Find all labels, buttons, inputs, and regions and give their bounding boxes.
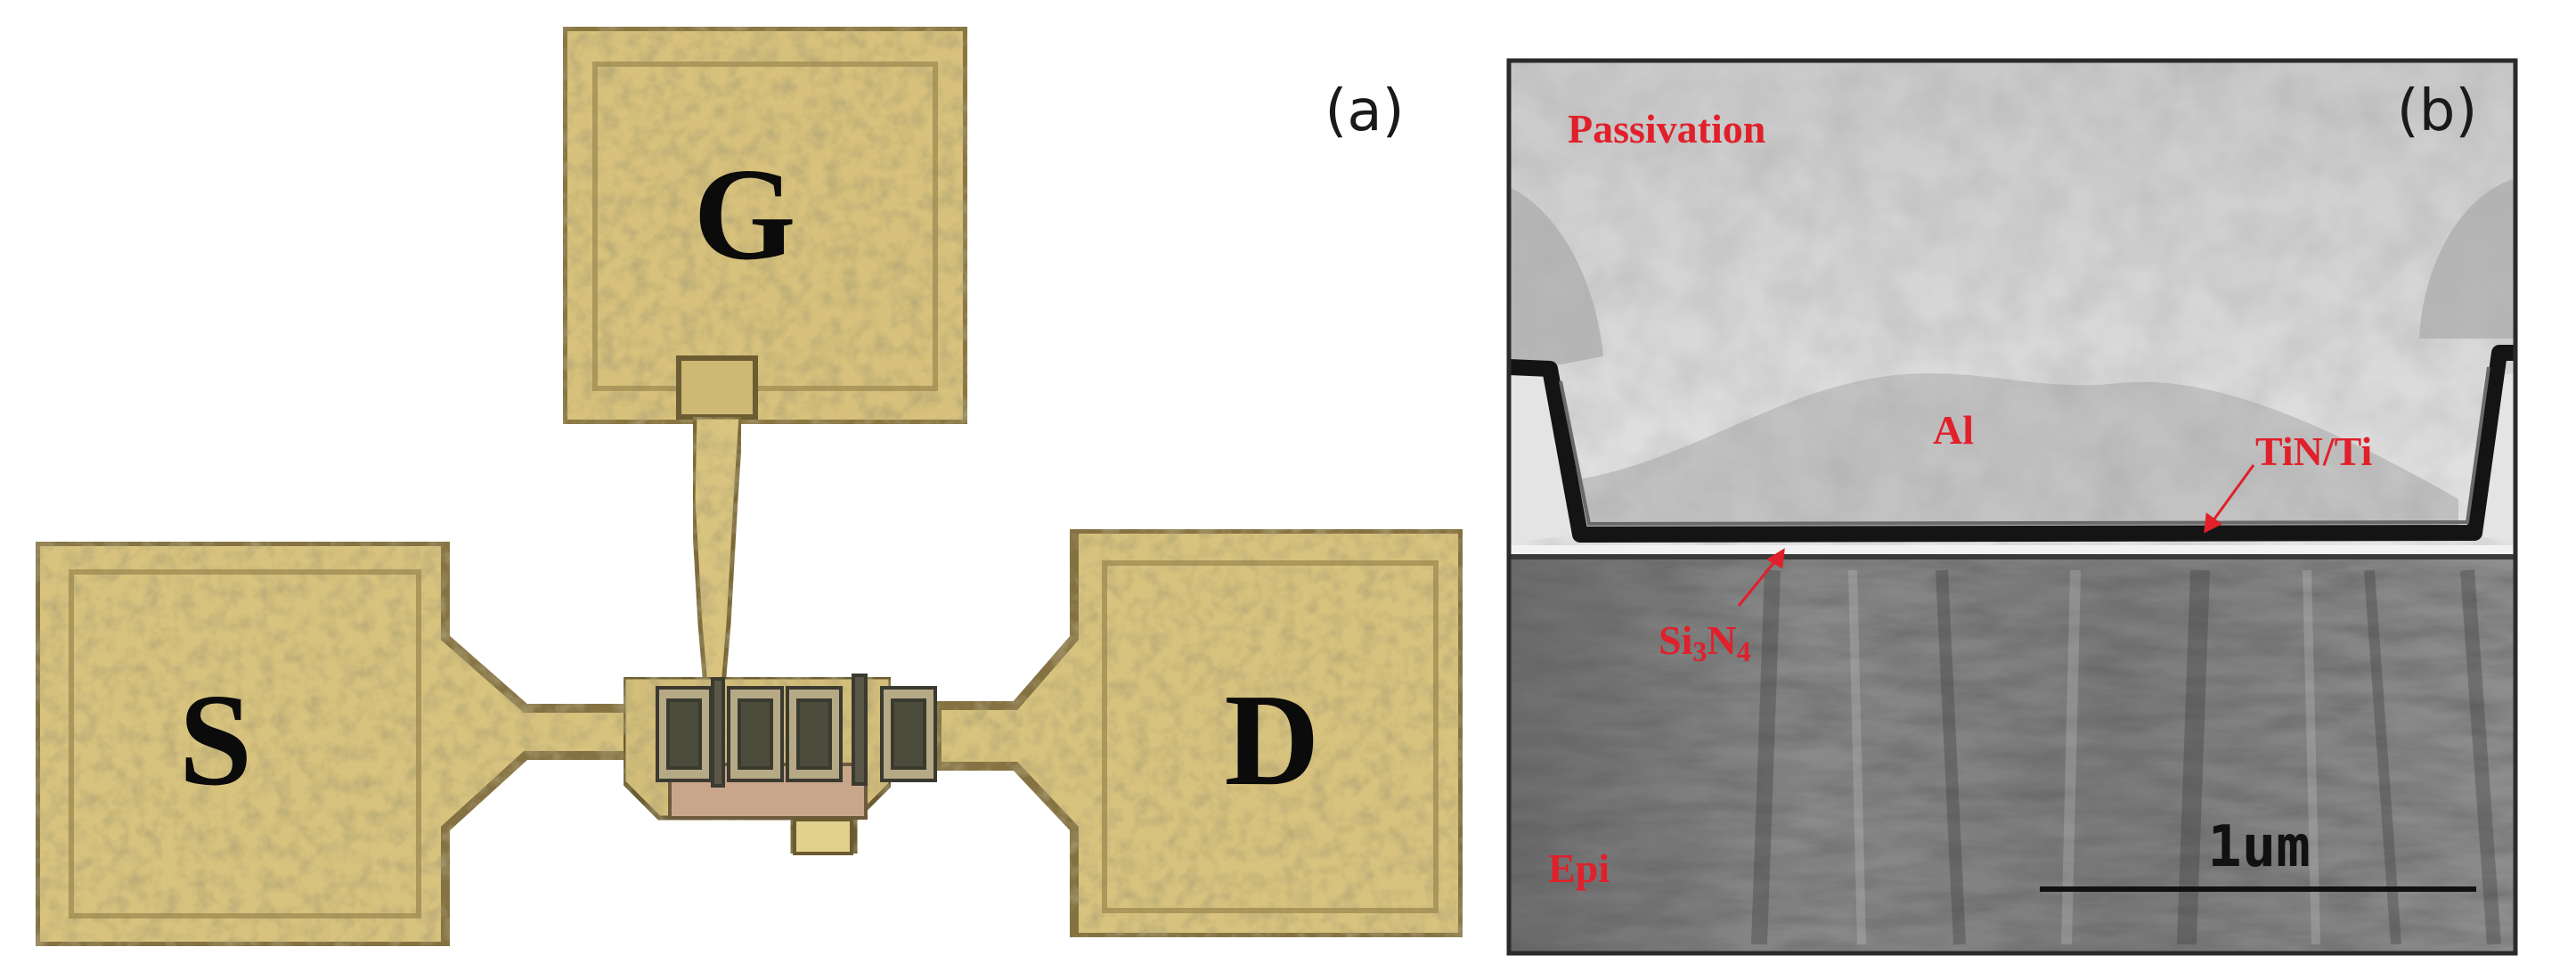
panel-b-label: (b) [2397,78,2478,144]
gate-pad [558,22,972,429]
gate-feed-line [676,355,758,689]
si3n4-label: Si3N4 [1659,617,1751,667]
scale-bar-label: 1um [2207,814,2311,880]
source-label: S [179,667,252,813]
panel-a-micrograph: G S D (a) [31,22,1467,951]
si3n4-arrow [1737,548,1785,607]
drain-pad [933,525,1467,942]
al-label: Al [1933,407,1974,453]
gate-label: G [693,142,795,288]
scale-bar: 1um [2040,814,2476,892]
tin-ti-liner [1509,345,2515,543]
al-layer [1568,373,2458,535]
passivation-label: Passivation [1568,106,1765,151]
panel-b-frame [1506,58,2518,956]
active-region [621,674,937,856]
panel-b-tem-image: Passivation Al TiN/Ti Si3N4 Epi 1um (b) [1506,58,2518,956]
tin-ti-label: TiN/Ti [2255,429,2372,474]
panel-a-label: (a) [1325,78,1404,144]
source-pad [31,537,664,951]
si3n4-layer [1509,545,2515,554]
gate-fingers [656,674,937,788]
epi-label: Epi [1548,845,1610,891]
drain-label: D [1225,667,1320,813]
tin-ti-arrow [2204,464,2255,534]
